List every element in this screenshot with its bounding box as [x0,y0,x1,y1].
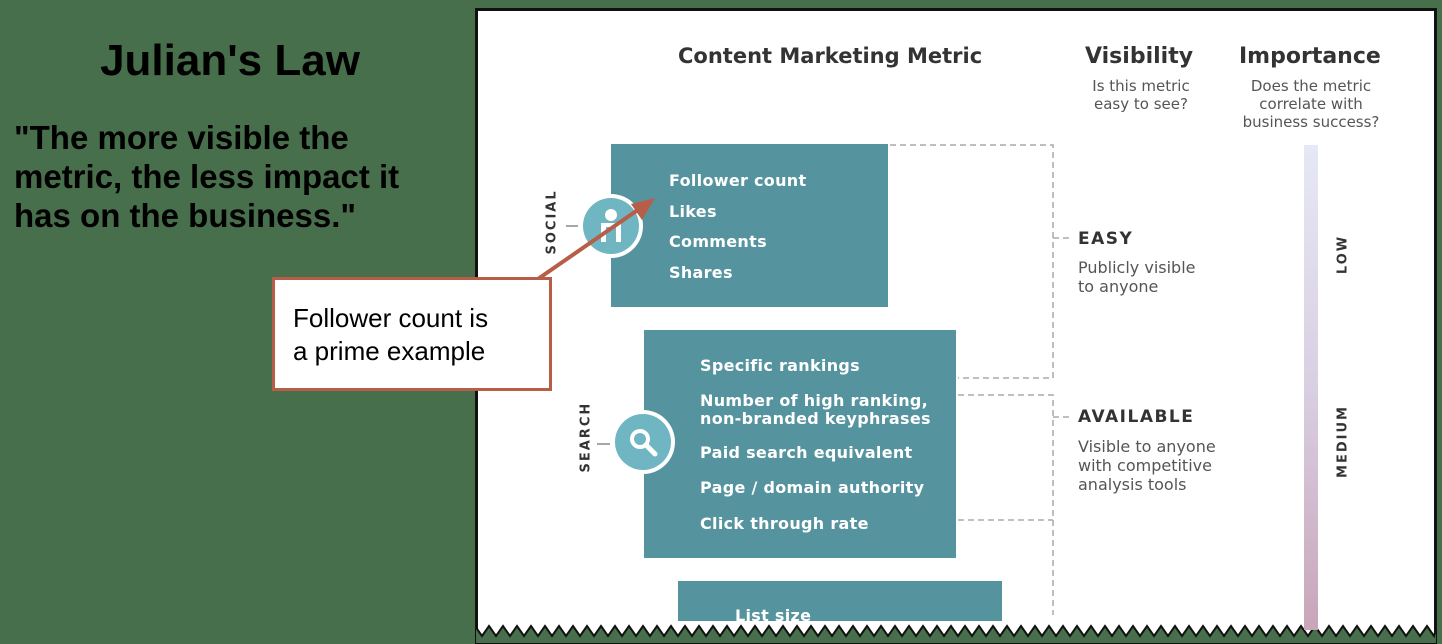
metric-follower-count: Follower count [669,171,807,190]
visibility-available: AVAILABLE [1078,407,1195,427]
email-metrics-box [678,581,1002,621]
importance-bar [1304,145,1318,630]
visibility-available-desc: Visible to anyone with competitive analy… [1078,437,1216,494]
person-icon [601,209,621,242]
importance-subtitle: Does the metric correlate with business … [1242,77,1380,131]
metric-shares: Shares [669,263,733,282]
importance-header: Importance [1239,44,1381,69]
callout-box: Follower count is a prime example [272,277,552,391]
torn-edge [475,624,1437,644]
visibility-subtitle: Is this metric easy to see? [1092,77,1190,113]
social-icon-circle [579,194,643,258]
metric-click-through-rate: Click through rate [700,514,869,533]
visibility-easy-desc: Publicly visible to anyone [1078,258,1196,296]
infographic-panel [475,8,1437,634]
search-metrics-box [644,330,956,558]
search-icon-circle [611,410,675,474]
visibility-header: Visibility [1085,44,1194,69]
metric-specific-rankings: Specific rankings [700,356,860,375]
social-metrics-box [611,144,888,307]
metric-comments: Comments [669,232,767,251]
metric-likes: Likes [669,202,717,221]
metric-header: Content Marketing Metric [678,44,983,68]
metric-list-size: List size [735,606,812,625]
magnifier-icon [630,429,658,457]
slide-title: Julian's Law [100,36,360,85]
metric-high-ranking-line2: non-branded keyphrases [700,409,931,428]
callout-text: Follower count is a prime example [293,303,489,366]
metric-high-ranking-line1: Number of high ranking, [700,391,929,410]
visibility-easy: EASY [1078,229,1134,249]
law-quote: "The more visible the metric, the less i… [14,119,400,234]
metric-domain-authority: Page / domain authority [700,478,925,497]
metric-paid-search: Paid search equivalent [700,443,913,462]
